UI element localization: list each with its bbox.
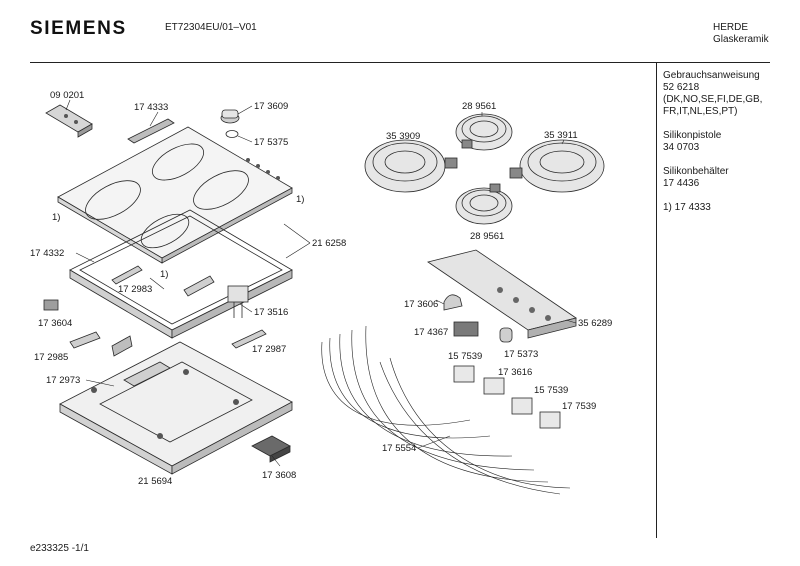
part-label: 17 2985: [34, 352, 68, 363]
sidebar-line: 34 0703: [663, 142, 700, 153]
appliance-category: HERDE Glaskeramik: [713, 22, 769, 46]
part-label: 15 7539: [534, 385, 568, 396]
accessory-silicone-gun: Silikonpistole 34 0703: [663, 130, 783, 154]
part-label: 17 3609: [254, 101, 288, 112]
part-knob-spindle: [499, 327, 513, 343]
part-label: 17 4367: [414, 327, 448, 338]
part-label: 35 6289: [578, 318, 612, 329]
part-glass-ceramic-top: [57, 126, 293, 264]
part-label: 17 4332: [30, 248, 64, 259]
part-connector: [227, 285, 249, 318]
part-label: 17 7539: [562, 401, 596, 412]
part-bracket: [231, 329, 267, 349]
part-label: 17 5373: [504, 349, 538, 360]
part-bracket: [111, 265, 143, 285]
footnote-marker: 1): [160, 269, 168, 280]
sidebar-line: 52 6218: [663, 82, 700, 93]
part-label: 17 2983: [118, 284, 152, 295]
part-energy-regulator: [453, 365, 475, 383]
category-line-1: HERDE: [713, 22, 749, 33]
part-label: 17 5554: [382, 443, 416, 454]
part-label: 17 5375: [254, 137, 288, 148]
sidebar-line: Gebrauchsanweisung: [663, 70, 760, 81]
part-clip: [69, 331, 101, 349]
leader-lines: [65, 99, 577, 467]
sidebar-line: (DK,NO,SE,FI,DE,GB,: [663, 94, 763, 105]
part-terminal-block: [453, 321, 479, 337]
accessory-silicone-container: Silikonbehälter 17 4436: [663, 166, 783, 190]
part-label: 17 3606: [404, 299, 438, 310]
part-terminal-block: [251, 435, 291, 463]
sidebar-line: FR,IT,NL,ES,PT): [663, 106, 738, 117]
accessory-footnote: 1) 17 4333: [663, 202, 783, 214]
part-label: 17 2987: [252, 344, 286, 355]
accessories-sidebar: Gebrauchsanweisung 52 6218 (DK,NO,SE,FI,…: [663, 70, 783, 226]
part-number-labels: 09 0201 17 4333 17 3609 17 5375 1) 1) 17…: [30, 90, 612, 487]
part-bracket: [443, 294, 463, 311]
part-label: 17 3604: [38, 318, 72, 329]
sidebar-divider: [656, 63, 657, 538]
part-label: 17 3616: [498, 367, 532, 378]
brand-logo: SIEMENS: [30, 18, 127, 39]
part-heating-element: [455, 183, 513, 225]
part-wiring-harness: [321, 325, 571, 495]
part-trim-bar: [127, 118, 175, 144]
category-line-2: Glaskeramik: [713, 34, 769, 45]
sidebar-line: Silikonbehälter: [663, 166, 729, 177]
part-label: 17 2973: [46, 375, 80, 386]
part-label: 15 7539: [448, 351, 482, 362]
sidebar-line: Silikonpistole: [663, 130, 722, 141]
part-heating-element: [364, 139, 458, 193]
part-label: 21 5694: [138, 476, 172, 487]
part-label: 09 0201: [50, 90, 84, 101]
part-label: 17 3516: [254, 307, 288, 318]
part-energy-regulator: [539, 411, 561, 429]
part-label: 17 4333: [134, 102, 168, 113]
footnote-marker: 1): [296, 194, 304, 205]
sidebar-line: 1) 17 4333: [663, 202, 711, 213]
part-label: 21 6258: [312, 238, 346, 249]
footnote-marker: 1): [52, 212, 60, 223]
part-energy-regulator: [511, 397, 533, 415]
part-knob: [220, 109, 240, 124]
header-divider: [30, 62, 770, 63]
part-frame: [69, 209, 293, 339]
sidebar-line: 17 4436: [663, 178, 700, 189]
part-label: 17 3608: [262, 470, 296, 481]
part-ring: [225, 130, 239, 138]
part-label: 35 3909: [386, 131, 420, 142]
part-label: 35 3911: [544, 130, 578, 141]
part-energy-regulator: [483, 377, 505, 395]
model-number: ET72304EU/01–V01: [165, 22, 257, 33]
part-bracket: [111, 335, 133, 357]
part-bottom-tray: [59, 341, 293, 475]
accessory-manual: Gebrauchsanweisung 52 6218 (DK,NO,SE,FI,…: [663, 70, 783, 118]
part-heating-element: [455, 113, 513, 151]
part-label: 28 9561: [462, 101, 496, 112]
part-control-rail: [427, 249, 577, 339]
part-label: 28 9561: [470, 231, 504, 242]
part-clip: [43, 299, 59, 311]
document-code: e233325 -1/1: [30, 543, 89, 554]
part-bracket: [183, 275, 215, 297]
part-heating-element: [509, 139, 605, 193]
part-gasket-strip: [45, 104, 93, 138]
